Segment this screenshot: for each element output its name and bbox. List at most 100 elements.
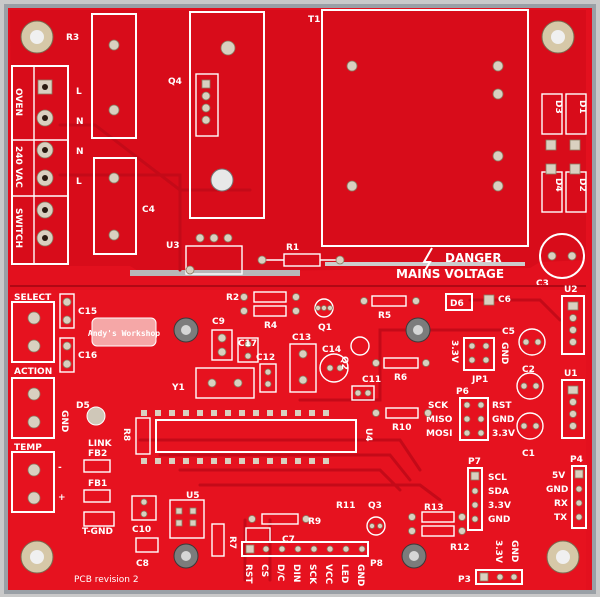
refdes-d4: D4 (553, 178, 563, 192)
oven-label: OVEN (13, 88, 23, 116)
p8-rst: RST (243, 564, 253, 584)
refdes-d1: D1 (577, 100, 587, 114)
mounting-hole (20, 540, 54, 574)
refdes-r8: R8 (121, 428, 131, 441)
refdes-d3: D3 (553, 100, 563, 114)
trace (58, 123, 252, 192)
refdes-p4: P4 (570, 455, 583, 465)
t1-outline (321, 9, 529, 247)
refdes-p6: P6 (456, 387, 469, 397)
p4-5v: 5V (552, 471, 565, 481)
p7-scl: SCL (488, 473, 507, 483)
terminal-pad (36, 169, 54, 187)
refdes-r2: R2 (226, 293, 239, 303)
jp1-gnd-label: GND (499, 342, 509, 364)
p8-cs: CS (259, 564, 269, 577)
gnd-label: GND (59, 410, 69, 432)
refdes-c9: C9 (212, 317, 225, 327)
p6-rst: RST (492, 401, 512, 411)
pin-label-l: L (76, 177, 82, 187)
refdes-q1: Q1 (318, 323, 332, 333)
trace (138, 438, 422, 472)
refdes-d6: D6 (450, 299, 464, 309)
refdes-c6: C6 (498, 295, 511, 305)
mounting-hole (541, 20, 575, 54)
refdes-r13: R13 (424, 503, 443, 513)
p6-miso: MISO (426, 415, 453, 425)
p8-din: DIN (291, 564, 301, 582)
refdes-p7: P7 (468, 457, 481, 467)
trace (158, 453, 412, 482)
mains-terminal-outline (11, 65, 69, 265)
p6-3v3: 3.3V (492, 429, 515, 439)
refdes-r6: R6 (394, 373, 407, 383)
refdes-c8: C8 (136, 559, 149, 569)
p8-dc: D/C (275, 564, 285, 582)
temp-label: TEMP (14, 443, 42, 453)
p4-gnd: GND (546, 485, 568, 495)
refdes-u1: U1 (564, 369, 578, 379)
refdes-c13: C13 (292, 333, 311, 343)
p8-vcc: VCC (323, 564, 333, 585)
terminal-pad (36, 109, 54, 127)
refdes-r1: R1 (286, 243, 299, 253)
refdes-r3: R3 (66, 33, 79, 43)
pin-label-n: N (76, 147, 84, 157)
svg-text:Andy's Workshop: Andy's Workshop (88, 329, 160, 338)
refdes-c3: C3 (536, 279, 549, 289)
terminal-pad (36, 201, 54, 219)
refdes-u2: U2 (564, 285, 578, 295)
refdes-c15: C15 (78, 307, 97, 317)
refdes-d2: D2 (577, 178, 587, 192)
mains-voltage-label: MAINS VOLTAGE (396, 267, 504, 281)
refdes-r5: R5 (378, 311, 391, 321)
refdes-p8: P8 (370, 559, 383, 569)
refdes-r7: R7 (227, 536, 237, 549)
refdes-q4: Q4 (168, 77, 182, 87)
c4-outline (93, 157, 137, 255)
refdes-r10: R10 (392, 423, 411, 433)
mounting-hole (546, 540, 580, 574)
refdes-c17: C17 (238, 339, 257, 349)
p7-3v3: 3.3V (488, 501, 511, 511)
refdes-c16: C16 (78, 351, 97, 361)
isolation-slot-2 (325, 262, 525, 266)
refdes-q3: Q3 (368, 501, 382, 511)
refdes-jp1: JP1 (471, 375, 488, 385)
temp-connector (11, 451, 55, 513)
refdes-c4: C4 (142, 205, 155, 215)
p6-mosi: MOSI (426, 429, 452, 439)
refdes-u5: U5 (186, 491, 200, 501)
c3-outline (539, 233, 585, 279)
pin-label-n: N (76, 117, 84, 127)
mounting-hole (20, 20, 54, 54)
jp1-3v3-label: 3.3V (449, 340, 459, 363)
p3-gnd: GND (509, 540, 519, 562)
trace (178, 468, 402, 492)
u4-outline (155, 419, 357, 453)
refdes-fb2: FB2 (88, 449, 107, 459)
p4-rx: RX (554, 499, 568, 509)
refdes-q2: Q2 (339, 356, 349, 370)
danger-bolt-icon (422, 247, 433, 273)
select-label: SELECT (14, 293, 52, 303)
refdes-u4: U4 (363, 428, 373, 442)
refdes-r4: R4 (264, 321, 277, 331)
refdes-c11: C11 (362, 375, 381, 385)
p8-sck: SCK (307, 564, 317, 585)
refdes-r12: R12 (450, 543, 469, 553)
action-label: ACTION (14, 367, 52, 377)
andys-workshop-logo: Andy's Workshop (88, 317, 160, 347)
link-label: LINK (88, 439, 113, 449)
danger-label: DANGER (445, 251, 502, 265)
p8-led: LED (339, 564, 349, 583)
refdes-c14: C14 (322, 345, 341, 355)
mains-region (10, 10, 586, 272)
isolation-slot (130, 270, 300, 276)
refdes-c10: C10 (132, 525, 151, 535)
u4-pins (141, 410, 329, 464)
p7-gnd: GND (488, 515, 510, 525)
p8-gnd: GND (355, 564, 365, 586)
